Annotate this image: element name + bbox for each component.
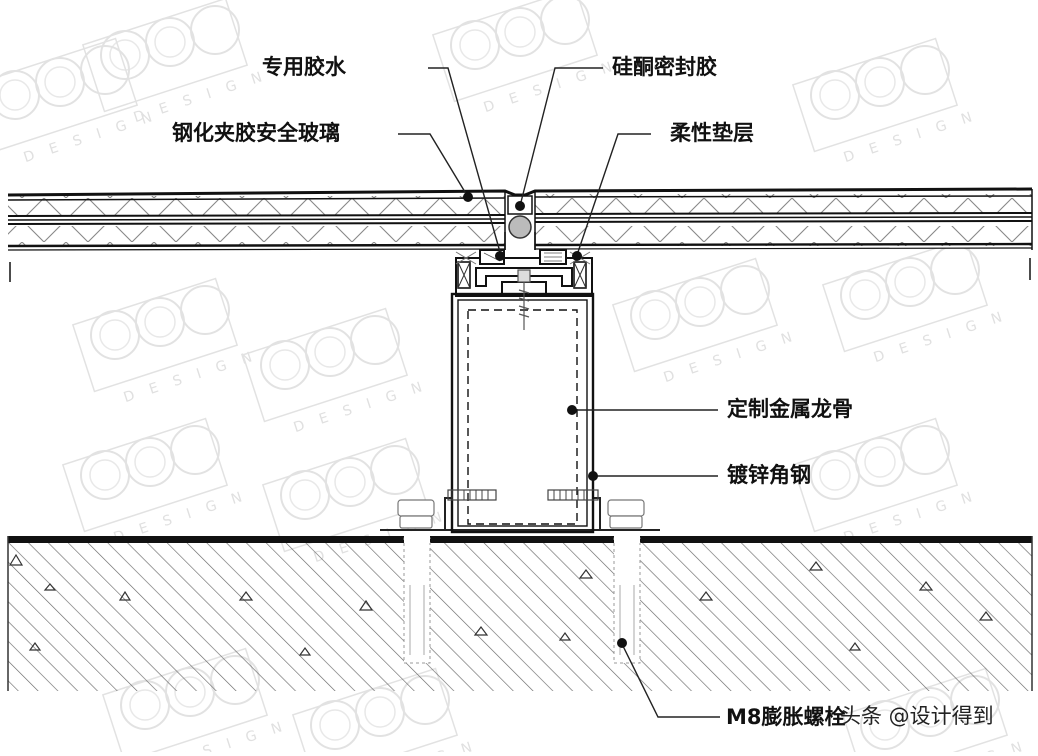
label-galvanized-angle-steel: 镀锌角钢 bbox=[727, 463, 811, 487]
label-silicone-sealant: 硅酮密封胶 bbox=[612, 55, 717, 79]
label-special-glue: 专用胶水 bbox=[262, 55, 346, 79]
label-laminated-safety-glass: 钢化夹胶安全玻璃 bbox=[172, 121, 340, 145]
label-custom-metal-keel: 定制金属龙骨 bbox=[727, 397, 853, 421]
watermark-overlay-text: 头条 @设计得到 bbox=[840, 704, 994, 728]
label-m8-expansion-bolt: M8膨胀螺栓 bbox=[726, 705, 846, 729]
label-flexible-pad: 柔性垫层 bbox=[670, 121, 754, 145]
